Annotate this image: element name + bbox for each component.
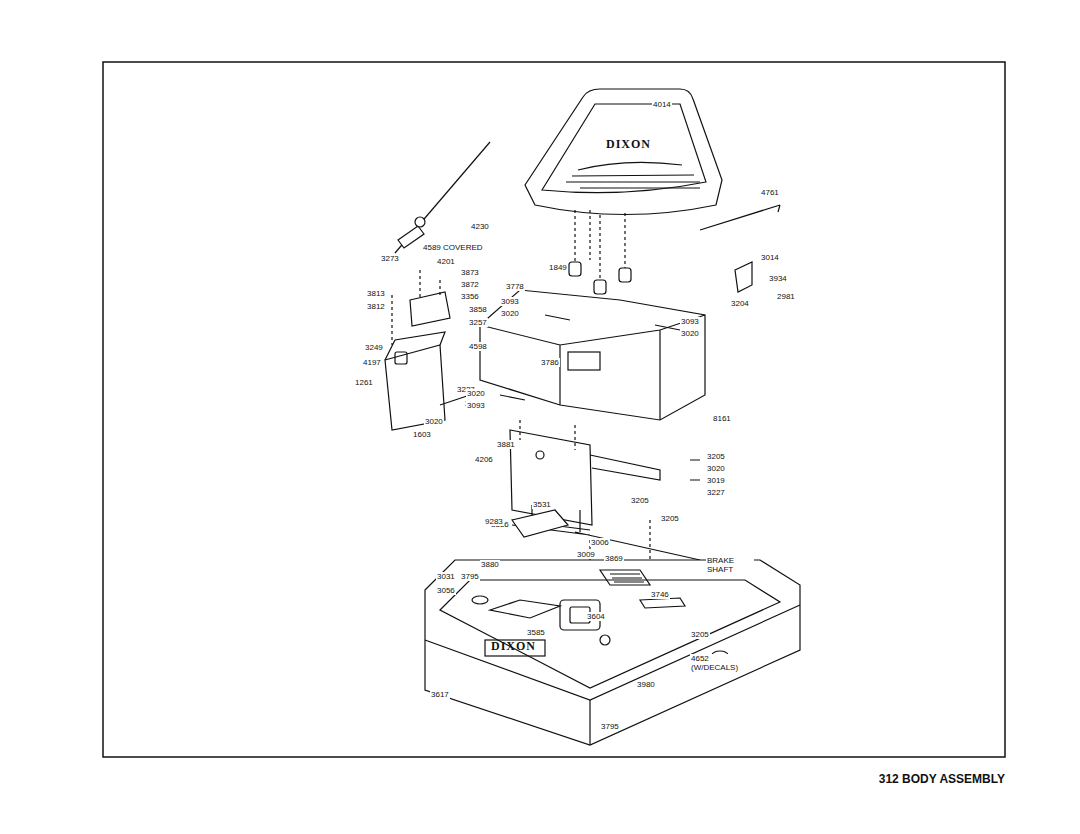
callout-number: 4761 <box>760 188 780 197</box>
callout-number: 9283 <box>484 517 504 526</box>
callout-number: 3020 <box>424 417 444 426</box>
callout-number: 4014 <box>652 100 672 109</box>
callout-number: 3617 <box>430 690 450 699</box>
callout-number: 3093 <box>466 401 486 410</box>
callout-number: 3813 <box>366 289 386 298</box>
callout-number: 3531 <box>532 500 552 509</box>
callout-number: 3795 <box>600 722 620 731</box>
callout-number: 3880 <box>480 560 500 569</box>
callout-number: 3014 <box>760 253 780 262</box>
callout-number: 3227 <box>706 488 726 497</box>
callout-number: 3786 <box>540 358 560 367</box>
figure-caption: 312 BODY ASSEMBLY <box>879 772 1005 786</box>
callout-number: 3881 <box>496 440 516 449</box>
callout-number: 3031 <box>436 572 456 581</box>
callout-number: 3356 <box>460 292 480 301</box>
brand-text: DIXON <box>490 642 537 651</box>
callout-number: 3020 <box>466 389 486 398</box>
callout-number: 3056 <box>436 586 456 595</box>
callout-number: 3778 <box>505 282 525 291</box>
part-note: BRAKE SHAFT <box>706 556 754 574</box>
part-note: 4652 (W/DECALS) <box>690 654 738 672</box>
callout-number: 1261 <box>354 378 374 387</box>
callout-number: 3019 <box>706 476 726 485</box>
callout-number: 4598 <box>468 342 488 351</box>
callout-number: 3204 <box>730 299 750 308</box>
callout-number: 4197 <box>362 358 382 367</box>
callout-number: 3746 <box>650 590 670 599</box>
callout-number: 3020 <box>500 309 520 318</box>
callout-number: 3020 <box>706 464 726 473</box>
callout-number: 3249 <box>364 343 384 352</box>
callout-number: 4201 <box>436 257 456 266</box>
callout-number: 4589 COVERED <box>422 243 484 252</box>
callout-number: 3093 <box>680 317 700 326</box>
callout-number: 3872 <box>460 280 480 289</box>
callout-number: 3006 <box>590 538 610 547</box>
callout-number: 2981 <box>776 292 796 301</box>
callout-number: 3205 <box>706 452 726 461</box>
callout-number: 1603 <box>412 430 432 439</box>
callout-number: 8161 <box>712 414 732 423</box>
callout-number: 1849 <box>548 263 568 272</box>
callout-number: 4206 <box>474 455 494 464</box>
callout-number: 3604 <box>586 612 606 621</box>
callout-number: 3093 <box>500 297 520 306</box>
callout-number: 3009 <box>576 550 596 559</box>
callout-number: 3873 <box>460 268 480 277</box>
callout-number: 3205 <box>690 630 710 639</box>
callout-number: 3273 <box>380 254 400 263</box>
callout-number: 3812 <box>366 302 386 311</box>
callout-number: 3205 <box>660 514 680 523</box>
brand-text: DIXON <box>605 140 652 149</box>
callout-number: 3585 <box>526 628 546 637</box>
callout-number: 3858 <box>468 305 488 314</box>
callout-number: 3257 <box>468 318 488 327</box>
callout-number: 4230 <box>470 222 490 231</box>
callout-number: 3205 <box>630 496 650 505</box>
callout-number: 3934 <box>768 274 788 283</box>
callout-number: 3795 <box>460 572 480 581</box>
callout-number: 3980 <box>636 680 656 689</box>
callout-number: 3020 <box>680 329 700 338</box>
callout-number: 3869 <box>604 554 624 563</box>
